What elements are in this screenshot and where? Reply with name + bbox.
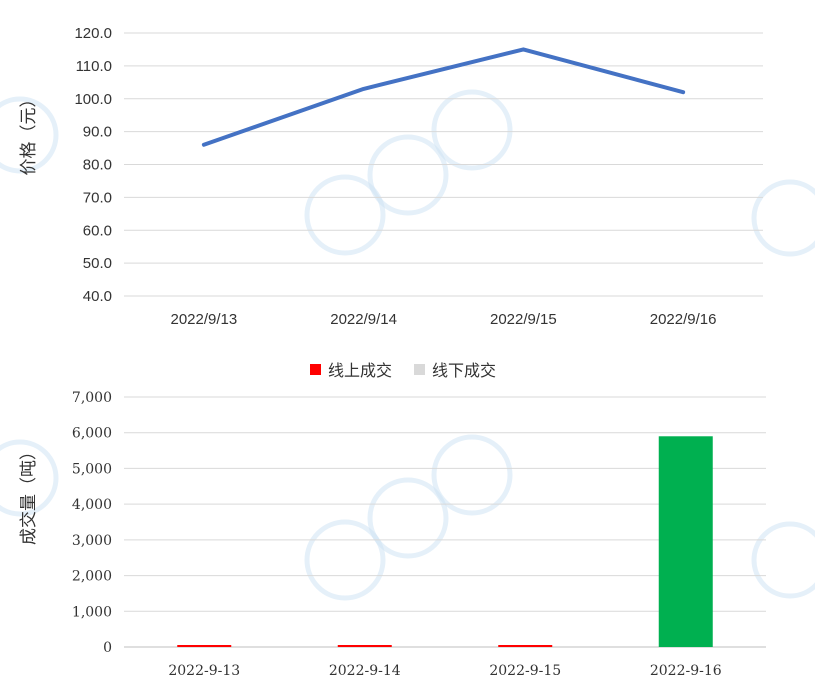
volume-y-tick-labels: 0 1,000 2,000 3,000 4,000 5,000 6,000 7,000 bbox=[72, 390, 112, 656]
price-y-tick: 60.0 bbox=[83, 222, 112, 239]
volume-x-tick-labels: 2022-9-13 2022-9-14 2022-9-15 2022-9-16 bbox=[168, 663, 721, 679]
volume-y-tick: 2,000 bbox=[72, 569, 112, 585]
volume-bar bbox=[337, 645, 392, 647]
volume-y-tick: 6,000 bbox=[72, 426, 112, 442]
volume-chart: 0 1,000 2,000 3,000 4,000 5,000 6,000 7,000 202… bbox=[19, 390, 766, 679]
price-series-line bbox=[201, 47, 686, 147]
price-y-axis-label: 价格（元） bbox=[19, 91, 39, 176]
price-y-tick: 110.0 bbox=[76, 58, 112, 75]
volume-y-tick: 4,000 bbox=[72, 497, 112, 513]
volume-y-tick: 7,000 bbox=[72, 390, 112, 406]
price-chart: 40.050.060.070.080.090.0100.0110.0120.0 … bbox=[19, 25, 763, 328]
volume-y-tick: 0 bbox=[103, 640, 112, 656]
price-y-tick: 50.0 bbox=[83, 255, 112, 272]
volume-x-tick: 2022-9-13 bbox=[168, 663, 240, 679]
volume-bar bbox=[658, 436, 713, 647]
watermark-logo bbox=[0, 89, 815, 601]
volume-x-tick: 2022-9-16 bbox=[650, 663, 722, 679]
legend-swatch-offline bbox=[414, 364, 425, 375]
volume-y-tick: 1,000 bbox=[72, 604, 112, 620]
price-y-tick: 120.0 bbox=[74, 25, 112, 42]
price-y-tick: 100.0 bbox=[74, 91, 112, 108]
price-x-tick: 2022/9/13 bbox=[171, 311, 238, 328]
legend-swatch-online bbox=[310, 364, 321, 375]
volume-bars bbox=[177, 436, 713, 647]
price-y-tick: 70.0 bbox=[83, 189, 112, 206]
volume-y-tick: 3,000 bbox=[72, 533, 112, 549]
volume-bar bbox=[498, 645, 553, 647]
legend-label-offline: 线下成交 bbox=[432, 361, 496, 380]
price-gridlines bbox=[124, 32, 763, 297]
price-y-tick-labels: 40.0 50.0 60.0 70.0 80.0 90.0 100.0 110.0 120.0 bbox=[74, 25, 112, 305]
volume-x-tick: 2022-9-14 bbox=[329, 663, 401, 679]
volume-y-axis-label: 成交量（吨） bbox=[19, 443, 39, 545]
price-x-tick-labels: 2022/9/13 2022/9/14 2022/9/15 2022/9/16 bbox=[171, 311, 717, 328]
price-y-tick: 80.0 bbox=[83, 157, 112, 174]
price-x-tick: 2022/9/16 bbox=[650, 311, 717, 328]
price-y-tick: 90.0 bbox=[83, 124, 112, 141]
price-x-tick: 2022/9/14 bbox=[330, 311, 397, 328]
volume-legend: 线上成交 线下成交 bbox=[310, 361, 496, 380]
price-y-tick: 40.0 bbox=[83, 288, 112, 305]
legend-label-online: 线上成交 bbox=[328, 361, 392, 380]
volume-bar bbox=[177, 645, 232, 647]
price-x-tick: 2022/9/15 bbox=[490, 311, 557, 328]
volume-y-tick: 5,000 bbox=[72, 461, 112, 477]
volume-x-tick: 2022-9-15 bbox=[489, 663, 561, 679]
